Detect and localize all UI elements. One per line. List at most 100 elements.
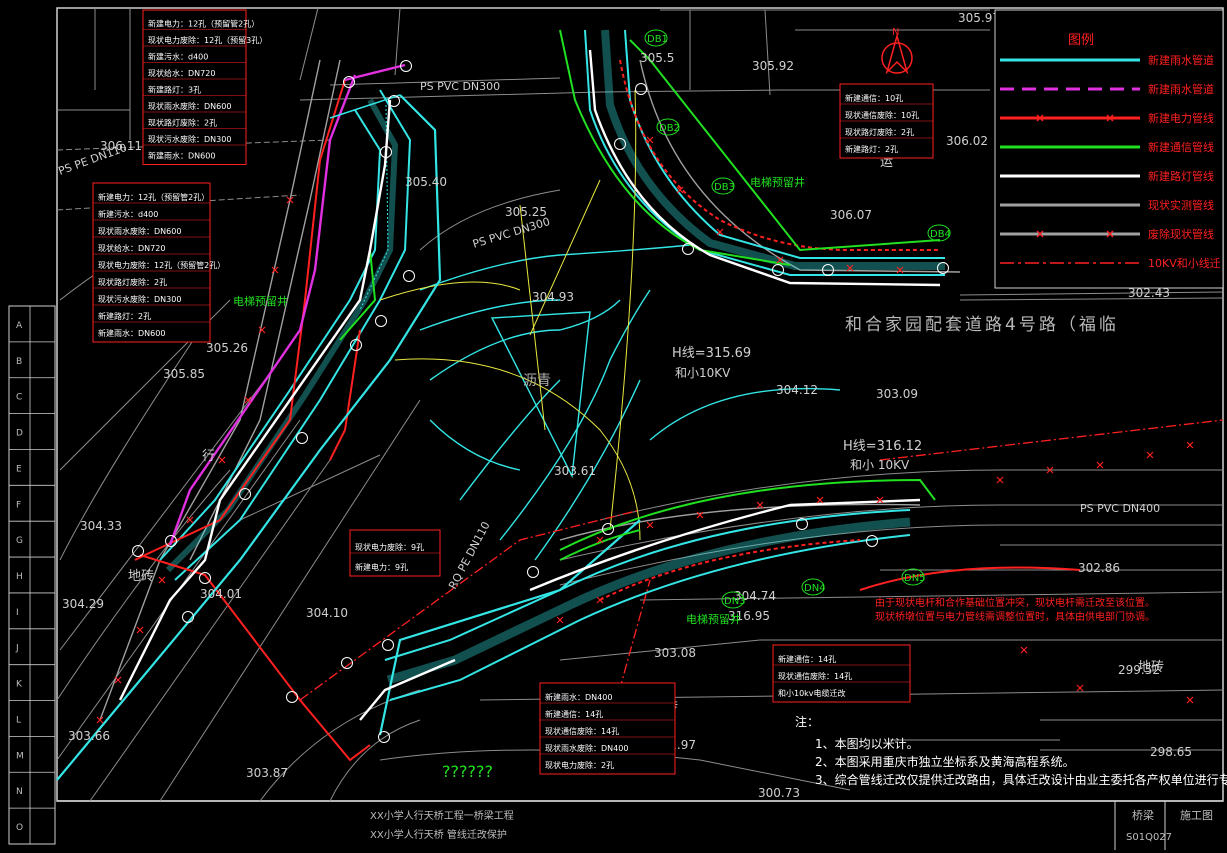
legend-label: 10KV和小线迁: [1148, 256, 1221, 270]
strip-cell: F: [16, 500, 21, 510]
manhole: [822, 264, 834, 276]
info-box-line: 新建路灯：2孔: [98, 311, 151, 321]
x-marker: [96, 716, 104, 724]
elevation-label: 304.74: [734, 589, 776, 603]
legend-x-mark: [1106, 230, 1114, 238]
legend-label: 新建雨水管道: [1148, 82, 1214, 96]
title-project-2: XX小学人行天桥 管线迁改保护: [370, 828, 507, 841]
legend-row: 新建电力管线: [1000, 111, 1214, 125]
info-box-frame: [92, 182, 211, 343]
legend-x-mark: [1036, 230, 1044, 238]
x-marker: [1076, 684, 1084, 692]
manhole: [296, 432, 308, 444]
elevation-label: 304.33: [80, 519, 122, 533]
elevation-label: 304.01: [200, 587, 242, 601]
manhole: [682, 243, 694, 255]
strip-cell: D: [16, 429, 23, 439]
legend-label: 废除现状管线: [1148, 227, 1214, 241]
legend-row: 现状实测管线: [1000, 198, 1214, 212]
x-marker: [244, 396, 252, 404]
strip-cell: C: [16, 393, 22, 403]
info-box-line: 新建电力：12孔（预留管2孔）: [148, 19, 259, 29]
elevation-label: 305.5: [640, 51, 674, 65]
legend-label: 现状实测管线: [1148, 198, 1214, 212]
info-box-line: 新建污水：d400: [148, 52, 208, 62]
manhole: [199, 572, 211, 584]
dn-tag-4: DN4: [804, 583, 826, 594]
h-line-sub-1: 和小10KV: [675, 366, 731, 380]
x-marker: [816, 496, 824, 504]
info-box-line: 现状雨水废除：DN400: [545, 743, 628, 753]
x-marker: [1186, 441, 1194, 449]
manhole: [378, 731, 390, 743]
x-marker: [158, 576, 166, 584]
info-box-line: 新建污水：d400: [98, 209, 158, 219]
row-label: 行: [202, 449, 215, 464]
legend-title: 图例: [1068, 33, 1094, 48]
manhole: [165, 535, 177, 547]
info-box-line: 现状雨水废除：DN600: [98, 226, 181, 236]
info-box-line: 现状路灯废除：2孔: [845, 127, 914, 137]
manhole: [132, 545, 144, 557]
manhole: [182, 611, 194, 623]
x-marker: [556, 616, 564, 624]
manhole: [400, 60, 412, 72]
abandoned-markers: [96, 136, 1194, 724]
elevator-well-label-1: 电梯预留井: [750, 175, 805, 189]
elevation-label: 304.12: [776, 383, 818, 397]
elevation-label: 303.61: [554, 464, 596, 478]
red-note-1: 由于现状电杆和合作基础位置冲突，现状电杆需迁改至该位置。: [875, 596, 1155, 609]
survey-lines: [379, 89, 641, 541]
info-box-frame: [142, 9, 247, 165]
legend-x-mark: [1106, 114, 1114, 122]
strip-cell: K: [16, 680, 23, 690]
asphalt-label: 沥青: [523, 373, 551, 389]
new-streetlight-lines: [118, 49, 941, 721]
elevation-labels: 305.97305.92305.5306.02306.07305.25304.9…: [62, 11, 1192, 800]
info-box-line: 新建电力：9孔: [355, 562, 408, 572]
x-marker: [114, 676, 122, 684]
manhole: [937, 262, 949, 274]
x-marker: [1020, 646, 1028, 654]
manhole: [796, 518, 808, 530]
legend-row: 废除现状管线: [1000, 227, 1214, 241]
elevation-label: 303.66: [68, 729, 110, 743]
dn-tag-5: DN5: [904, 573, 926, 584]
info-box-line: 现状路灯废除：2孔: [98, 277, 167, 287]
elevation-label: 305.85: [163, 367, 205, 381]
info-box-line: 现状电力废除：2孔: [545, 760, 614, 770]
info-box-line: 现状给水：DN720: [98, 243, 165, 253]
elevation-label: 304.93: [532, 290, 574, 304]
x-marker: [596, 536, 604, 544]
legend-row: 新建雨水管道: [1000, 82, 1214, 96]
title-block: XX小学人行天桥工程一桥梁工程 XX小学人行天桥 管线迁改保护 桥梁 施工图 S…: [370, 801, 1213, 850]
db-tag-2: DB2: [659, 123, 680, 134]
info-box-line: 新建路灯：3孔: [148, 85, 201, 95]
x-marker: [676, 186, 684, 194]
elevation-label: 306.02: [946, 134, 988, 148]
title-project-1: XX小学人行天桥工程一桥梁工程: [370, 809, 514, 822]
elevation-label: 305.92: [752, 59, 794, 73]
x-marker: [596, 596, 604, 604]
x-marker: [776, 256, 784, 264]
db-tag-3: DB3: [714, 182, 735, 193]
info-box-line: 现状通信废除：14孔: [778, 671, 852, 681]
elevation-label: 300.73: [758, 786, 800, 800]
strip-cell: E: [16, 464, 22, 474]
h-line-label-2: H线=316.12: [843, 439, 922, 454]
info-box-top-left: 新建电力：12孔（预留管2孔）现状电力废除：12孔（预留3孔）新建污水：d400…: [142, 9, 267, 165]
floor-brick-label-1: 地砖: [1138, 660, 1164, 675]
note-1: 1、本图均以米计。: [815, 737, 919, 751]
x-marker: [286, 196, 294, 204]
x-marker: [696, 511, 704, 519]
pipe-label-pvc-1: PS PVC DN300: [420, 80, 500, 93]
strip-cell: H: [16, 572, 23, 582]
road-name-label: 和合家园配套道路4号路（福临: [845, 315, 1119, 335]
info-box-line: 现状通信废除：14孔: [545, 726, 619, 736]
legend-row: 新建路灯管线: [1000, 169, 1214, 183]
info-box-line: 新建雨水：DN400: [545, 692, 612, 702]
x-marker: [218, 456, 226, 464]
